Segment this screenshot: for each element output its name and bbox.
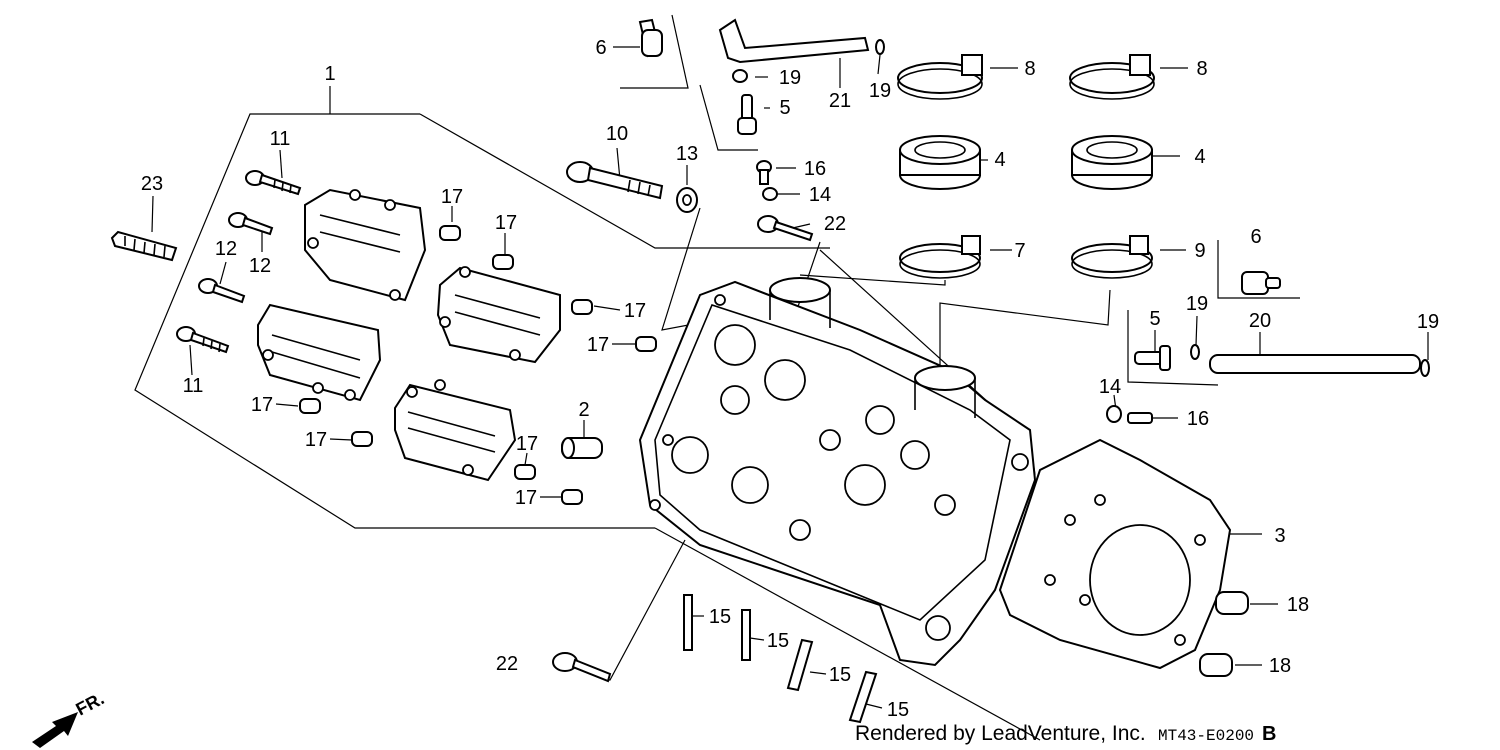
clip-19-lower	[1190, 344, 1430, 377]
camshaft-holder-4	[394, 379, 517, 482]
cylinder-head	[638, 277, 1037, 667]
label-13: 13	[676, 143, 698, 165]
assembly-outline-1	[134, 86, 830, 529]
label-4-right: 4	[1194, 146, 1205, 168]
label-9: 9	[1194, 240, 1205, 262]
diagram-code-suffix: B	[1262, 723, 1276, 745]
label-22-upper: 22	[824, 213, 846, 235]
dowel-pins-17	[299, 225, 657, 505]
front-direction-label: FR.	[72, 688, 107, 719]
label-21: 21	[829, 90, 851, 112]
bolt-22-lower	[552, 652, 612, 683]
dowel-18-upper	[1215, 591, 1249, 615]
label-10: 10	[606, 123, 628, 145]
bolt-10	[566, 161, 664, 200]
front-direction-arrow: FR.	[32, 688, 107, 748]
bolt-22-upper	[757, 215, 814, 242]
label-17-g: 17	[516, 433, 538, 455]
label-22-lower: 22	[496, 653, 518, 675]
bolt-16-upper	[756, 160, 772, 185]
label-23: 23	[141, 173, 163, 195]
clip-19-upper	[732, 39, 885, 83]
label-2: 2	[578, 399, 589, 421]
label-17-b: 17	[495, 212, 517, 234]
clamp-8-right	[1069, 54, 1155, 100]
clamp-9	[1071, 235, 1153, 279]
label-5-lower: 5	[1149, 308, 1160, 330]
label-11-lower: 11	[183, 375, 204, 397]
label-19-b: 19	[869, 80, 891, 102]
bolt-16-lower	[1127, 412, 1153, 424]
label-4-left: 4	[994, 149, 1005, 171]
breather-fitting-5-upper	[737, 94, 757, 135]
label-12-left: 12	[215, 238, 237, 260]
label-15-b: 15	[767, 630, 789, 652]
label-6-upper: 6	[595, 37, 606, 59]
label-14-lower: 14	[1099, 376, 1121, 398]
label-3: 3	[1274, 525, 1285, 547]
label-16-lower: 16	[1187, 408, 1209, 430]
clamp-7	[899, 235, 981, 279]
camshaft-holder-3	[436, 266, 561, 364]
label-11-upper: 11	[270, 128, 291, 150]
washer-14-upper	[762, 187, 778, 201]
label-1: 1	[324, 63, 335, 85]
label-17-f: 17	[305, 429, 327, 451]
washer-13	[676, 187, 698, 213]
diagram-code: MT43-E0200	[1158, 727, 1254, 745]
hose-20	[1209, 354, 1421, 374]
bolt-12-lower	[198, 278, 246, 304]
label-8-right: 8	[1196, 58, 1207, 80]
credit-text: Rendered by LeadVenture, Inc.	[855, 722, 1146, 745]
label-20: 20	[1249, 310, 1271, 332]
spark-plug	[110, 230, 178, 262]
breather-hose-21	[718, 18, 870, 64]
studs-15	[683, 594, 878, 724]
label-7: 7	[1014, 240, 1025, 262]
label-19-d: 19	[1417, 311, 1439, 333]
bolt-11-lower	[176, 326, 230, 354]
part-labels: 1 2 3 4 4 5 5 6 6 7 8 8 9 10 11 11 12 12…	[141, 37, 1439, 721]
breather-fitting-6-lower	[1241, 271, 1281, 295]
label-19-c: 19	[1186, 293, 1208, 315]
label-17-h: 17	[515, 487, 537, 509]
label-17-a: 17	[441, 186, 463, 208]
label-19-a: 19	[779, 67, 801, 89]
label-15-a: 15	[709, 606, 731, 628]
label-6-lower: 6	[1250, 226, 1261, 248]
bolt-11-upper	[245, 170, 302, 196]
label-15-d: 15	[887, 699, 909, 721]
washer-14-lower	[1106, 405, 1122, 423]
clamp-8-left	[897, 54, 983, 100]
breather-fitting-6-upper	[638, 18, 663, 58]
bolt-12-upper	[228, 212, 274, 236]
insulator-4-right	[1071, 135, 1153, 190]
dowel-2	[561, 437, 603, 459]
camshaft-holder-1	[304, 188, 427, 302]
label-5-upper: 5	[779, 97, 790, 119]
label-18-upper: 18	[1287, 594, 1309, 616]
label-12-right: 12	[249, 255, 271, 277]
label-18-lower: 18	[1269, 655, 1291, 677]
label-8-left: 8	[1024, 58, 1035, 80]
label-15-c: 15	[829, 664, 851, 686]
camshaft-holder-2	[257, 303, 382, 402]
label-17-e: 17	[251, 394, 273, 416]
breather-fitting-5-lower	[1134, 345, 1171, 371]
insulator-4-left	[899, 135, 981, 190]
dowel-18-lower	[1199, 653, 1233, 677]
label-14-upper: 14	[809, 184, 831, 206]
head-gasket	[998, 438, 1232, 670]
label-17-c: 17	[624, 300, 646, 322]
label-17-d: 17	[587, 334, 609, 356]
label-16-upper: 16	[804, 158, 826, 180]
